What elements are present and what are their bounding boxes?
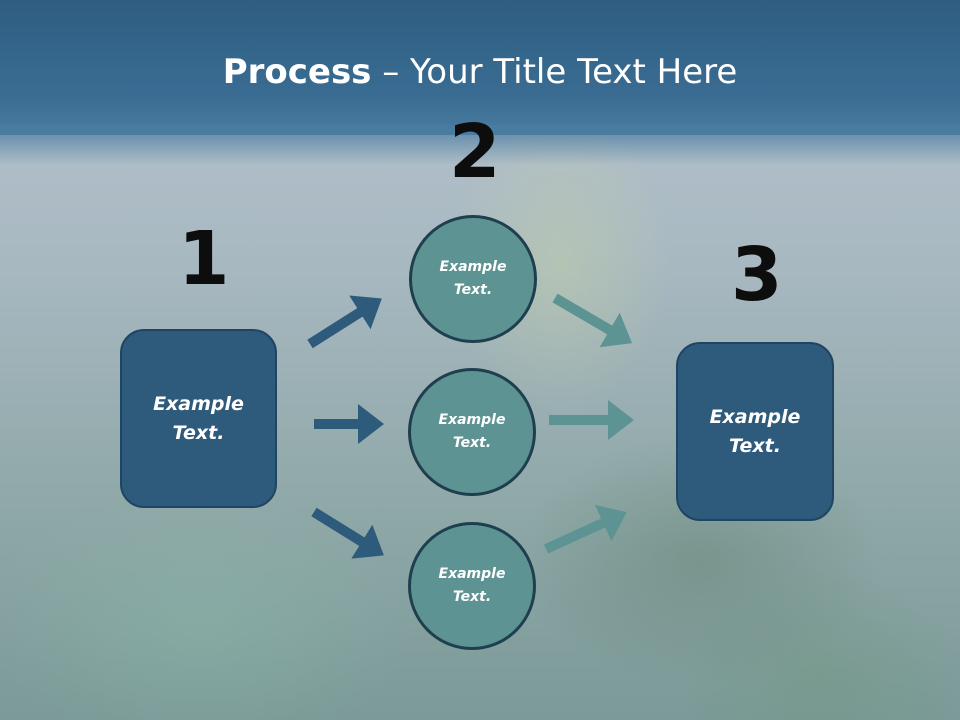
right-box-line1: Example [709,405,801,428]
left-box-label: Example Text. [144,390,254,448]
circle-middle-label: Example Text. [427,409,517,455]
left-step-box: Example Text. [120,329,277,508]
page-title: Process – Your Title Text Here [0,52,960,92]
circle-bottom: Example Text. [408,522,536,650]
right-step-box: Example Text. [676,342,834,521]
circle-middle-line1: Example [438,412,506,428]
arrow-top-to-right [552,293,633,348]
circle-middle: Example Text. [408,368,536,496]
circle-bottom-label: Example Text. [427,563,517,609]
left-box-line2: Text. [172,421,225,444]
header-band [0,0,960,135]
step-number-1: 1 [178,216,230,302]
step-number-2: 2 [449,109,501,195]
arrow-left-to-bottom [311,507,384,559]
left-box-line1: Example [153,392,244,415]
circle-top: Example Text. [409,215,537,343]
circle-bottom-line1: Example [438,566,506,582]
arrow-bottom-to-right [543,504,627,554]
circle-middle-line2: Text. [452,435,492,451]
circle-bottom-line2: Text. [452,589,492,605]
title-strong: Process [222,52,372,92]
right-box-label: Example Text. [700,403,810,461]
circle-top-line1: Example [439,259,507,275]
circle-top-label: Example Text. [428,256,518,302]
title-rest: – Your Title Text Here [371,52,738,92]
header-fade [0,125,960,165]
circle-top-line2: Text. [453,282,493,298]
right-box-line2: Text. [729,434,781,457]
step-number-3: 3 [731,232,783,318]
arrow-left-to-top [307,295,382,349]
